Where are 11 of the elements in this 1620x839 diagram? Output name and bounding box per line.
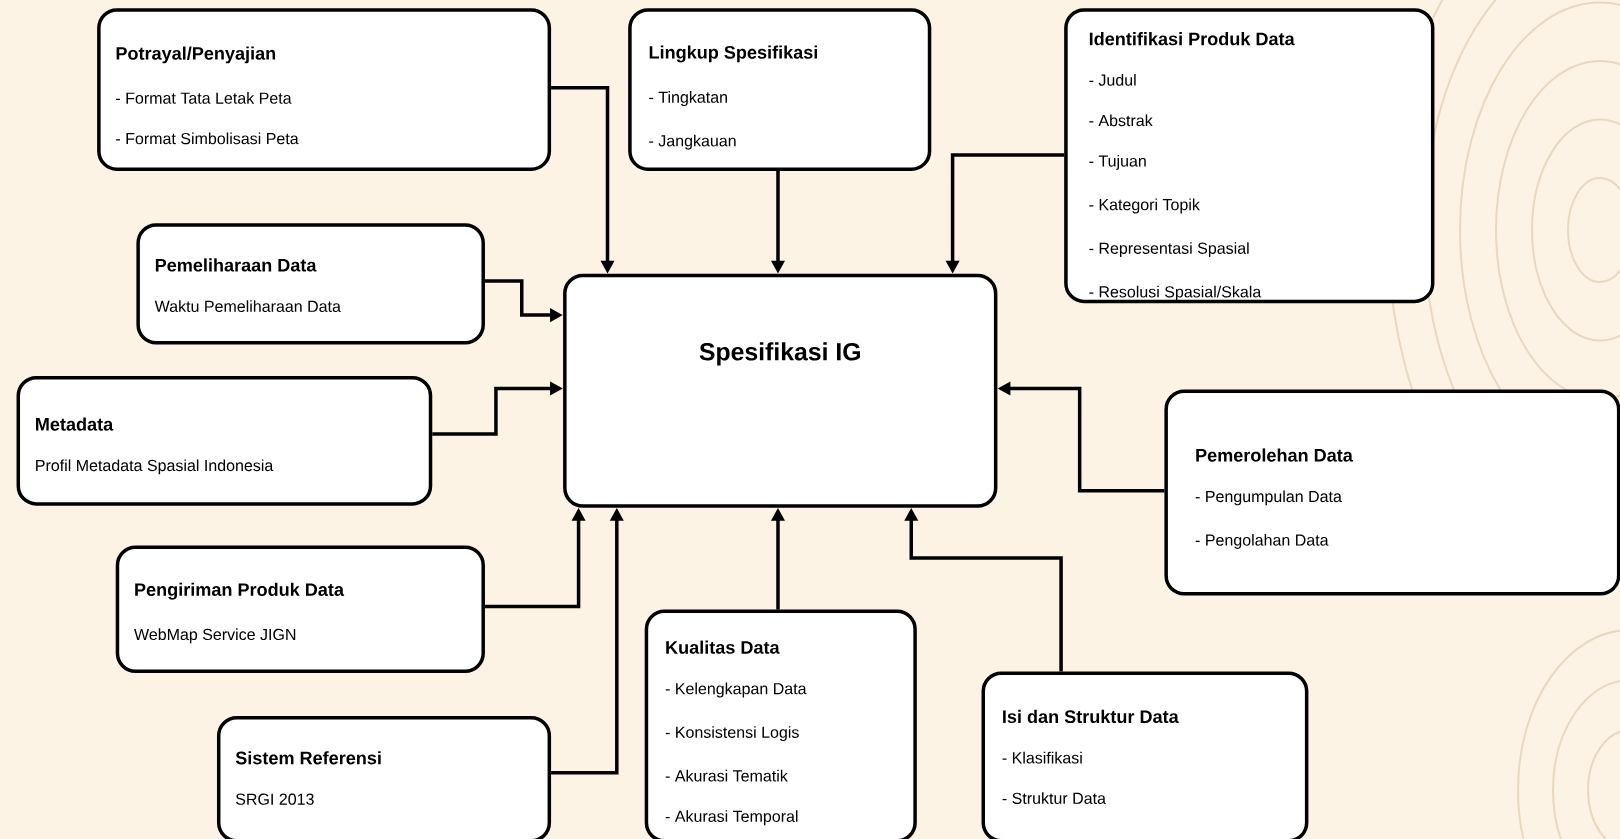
topic-box: Identifikasi Produk Data - Judul - Abstrak - Tujuan - Kategori Topik - Representasi Spasial - Resolusi Spasial/Skala [1064,8,1435,304]
topic-box: Metadata Profil Metadata Spasial Indonesia [16,376,433,506]
topic-box: Potrayal/Penyajian - Format Tata Letak Peta - Format Simbolisasi Peta [97,8,552,171]
center-box: Spesifikasi IG [563,273,998,508]
topic-box: Pengiriman Produk Data WebMap Service JIGN [115,545,485,673]
topic-box: Lingkup Spesifikasi - Tingkatan - Jangkauan [628,8,932,171]
topic-box: Pemeliharaan Data Waktu Pemeliharaan Data [136,223,485,345]
topic-box: Kualitas Data - Kelengkapan Data - Konsistensi Logis - Akurasi Tematik - Akurasi Temporal [644,609,917,839]
topic-box: Sistem Referensi SRGI 2013 [216,716,552,839]
topic-box: Pemerolehan Data - Pengumpulan Data - Pengolahan Data [1164,389,1620,596]
topic-box: Isi dan Struktur Data - Klasifikasi - Struktur Data [981,671,1309,839]
